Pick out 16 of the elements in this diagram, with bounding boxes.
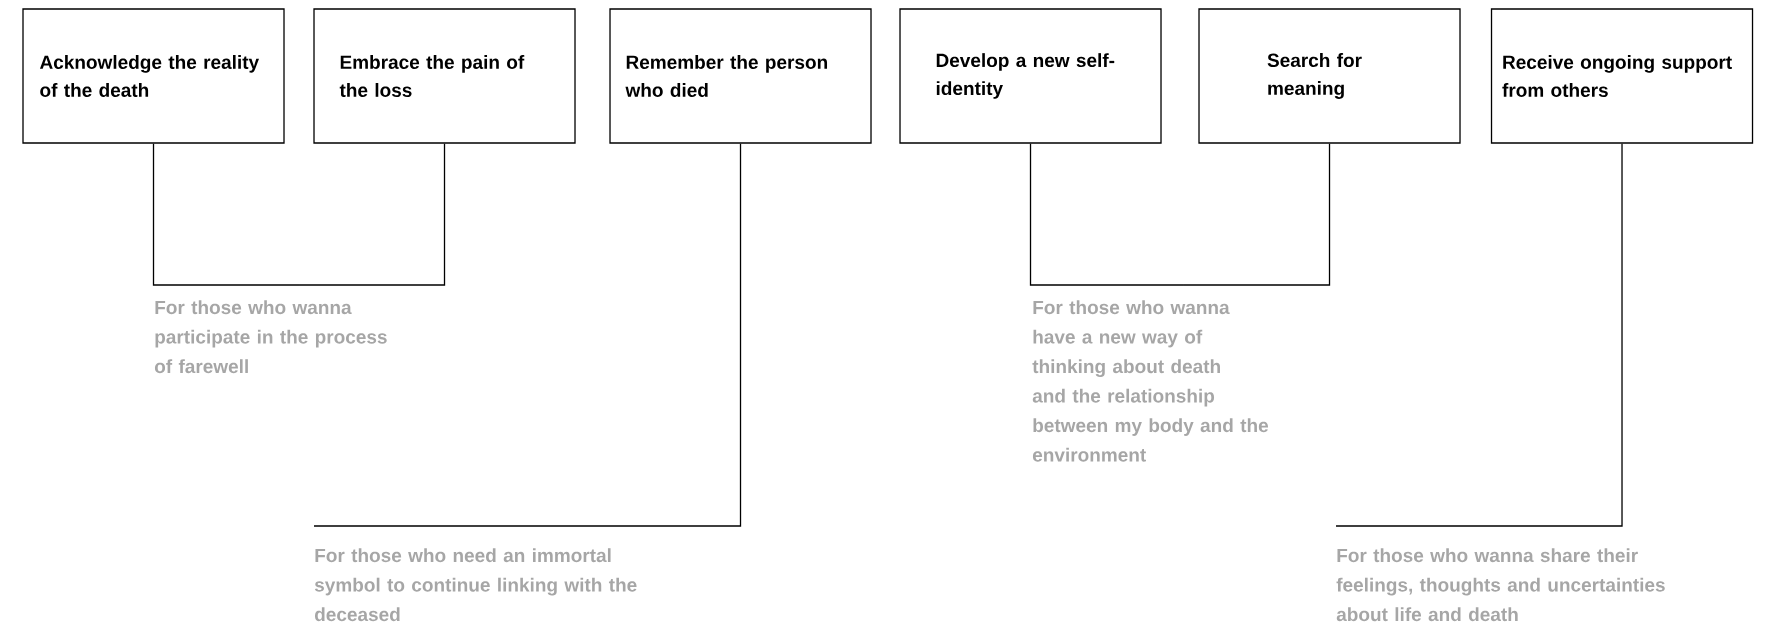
connector-line	[1182, 143, 1331, 286]
step-box: Remember the person who died	[609, 8, 872, 144]
connector-line	[298, 143, 446, 286]
description-text: For those who wanna have a new way of thinking about death and the relationship between my body and the environment	[1032, 300, 1269, 462]
connector-line	[313, 143, 742, 527]
step-box: Search for meaning	[1198, 8, 1461, 144]
step-box: Acknowledge the reality of the death	[22, 8, 285, 144]
step-box: Develop a new self-identity	[899, 8, 1162, 144]
connector-line	[152, 143, 300, 286]
step-box: Receive ongoing support from others	[1490, 8, 1754, 144]
description-text: For those who need an immortal symbol to continue linking with the deceased	[314, 548, 637, 622]
description-text: For those who wanna share their feelings, thoughts and uncertainties about life and death	[1336, 548, 1665, 622]
description-text: For those who wanna participate in the process of farewell	[154, 300, 387, 374]
connector-line	[1029, 143, 1184, 286]
connector-line	[1335, 143, 1623, 527]
step-box: Embrace the pain of the loss	[313, 8, 576, 144]
